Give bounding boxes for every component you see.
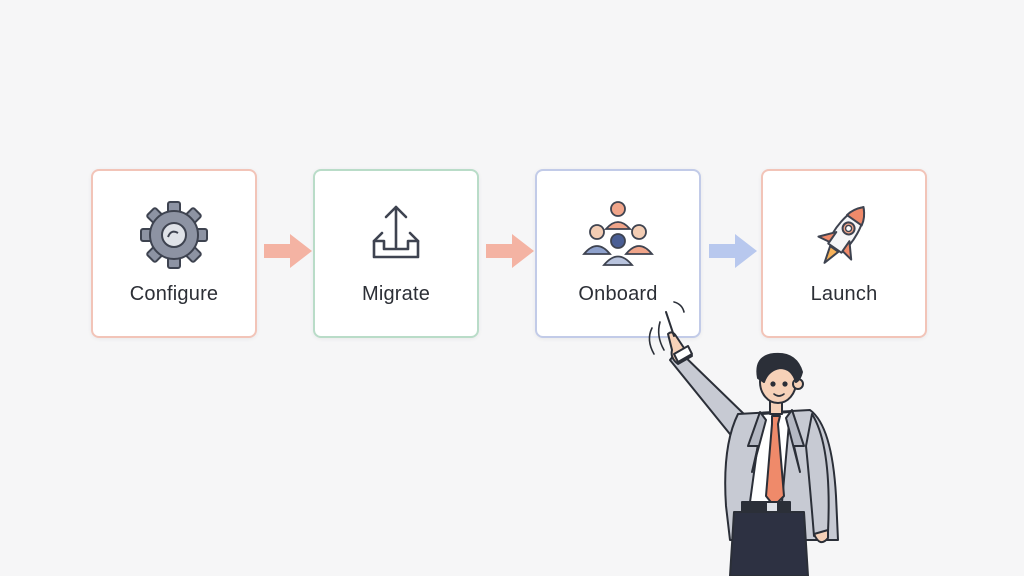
flow-arrow [486,232,534,270]
upload-tray-icon [360,199,432,271]
flow-arrow [264,232,312,270]
step-label: Launch [810,283,878,305]
step-label: Onboard [578,283,658,305]
step-launch: Launch [761,169,927,338]
step-configure: Configure [91,169,257,338]
team-icon [582,199,654,271]
rocket-icon [808,199,880,271]
step-migrate: Migrate [313,169,479,338]
step-onboard: Onboard [535,169,701,338]
gear-icon [138,199,210,271]
flow-arrow [709,232,757,270]
step-label: Configure [129,283,219,305]
step-label: Migrate [361,283,431,305]
businessman-pointing-illustration [630,296,850,576]
